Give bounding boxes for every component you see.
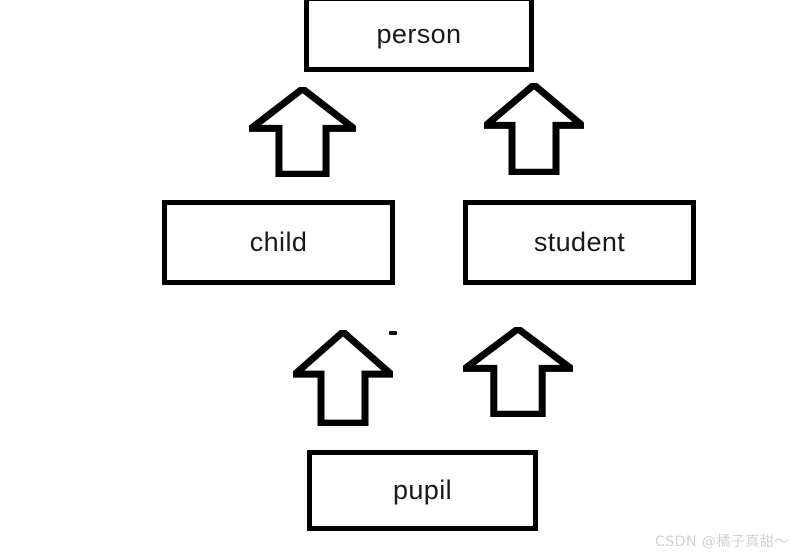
up-arrow-icon: [463, 327, 573, 417]
class-label-child: child: [249, 227, 308, 257]
inheritance-arrow-pupil-to-child[interactable]: [293, 330, 393, 426]
up-arrow-icon: [249, 87, 356, 177]
stray-ink-mark: [389, 331, 397, 335]
up-arrow-icon: [484, 83, 584, 175]
class-label-person: person: [376, 18, 462, 49]
class-box-person[interactable]: person: [304, 0, 534, 72]
class-label-pupil: pupil: [392, 475, 453, 505]
class-label-student: student: [533, 227, 626, 257]
inheritance-arrow-child-to-person[interactable]: [249, 87, 356, 177]
watermark-text: CSDN @橘子真甜～: [655, 534, 789, 550]
inheritance-arrow-pupil-to-student[interactable]: [463, 327, 573, 417]
class-box-pupil[interactable]: pupil: [307, 450, 538, 531]
class-box-student[interactable]: student: [463, 200, 696, 285]
up-arrow-icon: [293, 330, 393, 426]
inheritance-arrow-student-to-person[interactable]: [484, 83, 584, 175]
class-box-child[interactable]: child: [162, 200, 395, 285]
